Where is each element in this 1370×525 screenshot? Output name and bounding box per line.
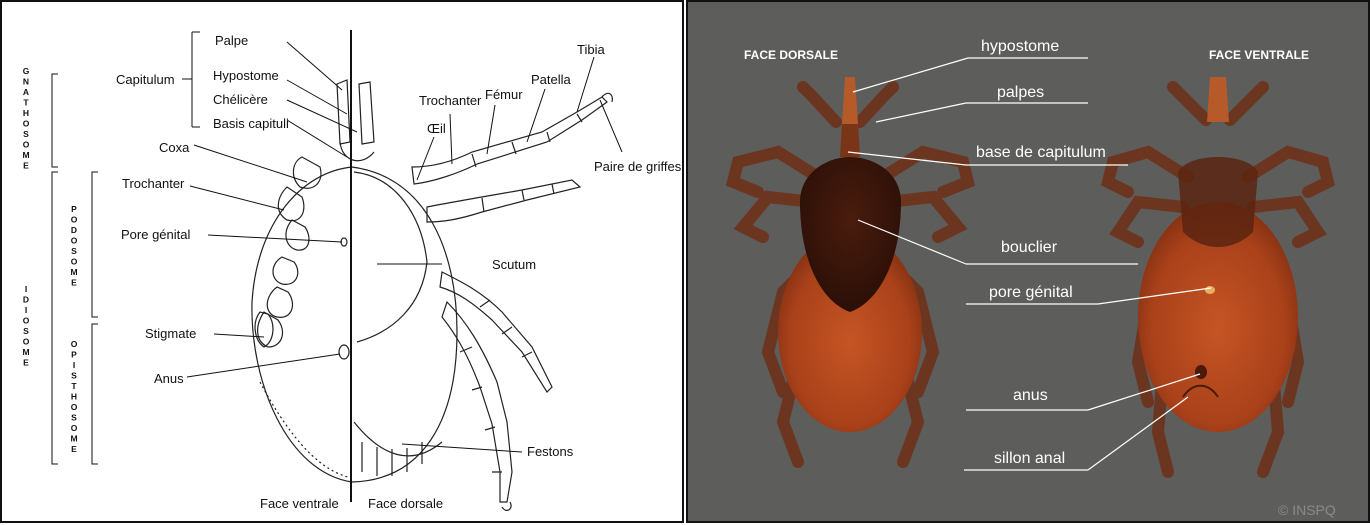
label-hypostome: Hypostome xyxy=(213,68,279,83)
label-paire-de-griffes: Paire de griffes xyxy=(594,159,682,174)
label-palpe: Palpe xyxy=(215,33,248,48)
tick-drawing: Palpe Capitulum Hypostome Chélicère Basi… xyxy=(2,2,686,525)
label-anus-photo: anus xyxy=(1013,387,1048,404)
dorsal-tick xyxy=(733,77,968,462)
label-basis-capituli: Basis capituli xyxy=(213,116,289,131)
credit-text: © INSPQ xyxy=(1278,502,1336,518)
label-trochanter-dorsal: Trochanter xyxy=(419,93,482,108)
header-face-dorsale: FACE DORSALE xyxy=(744,48,838,62)
label-trochanter-ventral: Trochanter xyxy=(122,176,185,191)
label-chelicere: Chélicère xyxy=(213,92,268,107)
drawing-panel: Palpe Capitulum Hypostome Chélicère Basi… xyxy=(0,0,684,523)
label-hypostome-photo: hypostome xyxy=(981,38,1059,55)
label-stigmate: Stigmate xyxy=(145,326,196,341)
header-face-ventrale: FACE VENTRALE xyxy=(1209,48,1309,62)
label-bouclier-photo: bouclier xyxy=(1001,239,1058,256)
tick-photo: FACE DORSALE FACE VENTRALE hypostome pal… xyxy=(688,2,1370,525)
ventral-tick xyxy=(1108,77,1328,472)
label-palpes-photo: palpes xyxy=(997,84,1044,101)
label-face-ventrale: Face ventrale xyxy=(260,496,339,511)
label-coxa: Coxa xyxy=(159,140,190,155)
label-femur: Fémur xyxy=(485,87,523,102)
label-capitulum: Capitulum xyxy=(116,72,175,87)
label-patella: Patella xyxy=(531,72,572,87)
photo-panel: FACE DORSALE FACE VENTRALE hypostome pal… xyxy=(686,0,1370,523)
label-festons: Festons xyxy=(527,444,574,459)
label-sillon-anal-photo: sillon anal xyxy=(994,450,1065,467)
label-base-capitulum-photo: base de capitulum xyxy=(976,144,1106,161)
label-tibia: Tibia xyxy=(577,42,605,57)
label-anus: Anus xyxy=(154,371,184,386)
label-oeil: Œil xyxy=(427,121,446,136)
label-pore-genital: Pore génital xyxy=(121,227,190,242)
label-pore-genital-photo: pore génital xyxy=(989,284,1073,301)
label-scutum: Scutum xyxy=(492,257,536,272)
label-face-dorsale: Face dorsale xyxy=(368,496,443,511)
